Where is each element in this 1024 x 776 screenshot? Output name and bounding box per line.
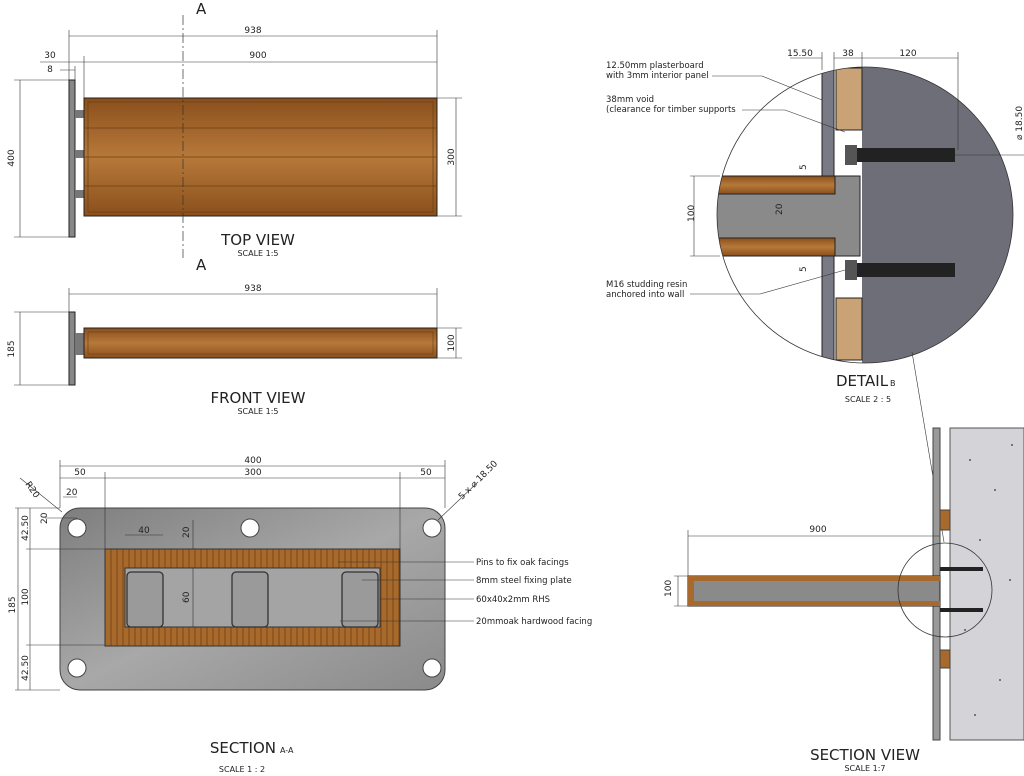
dim-gap-bottom: 5: [799, 266, 809, 272]
callout-plate: 8mm steel fixing plate: [476, 576, 572, 586]
callout-facing: 20mmoak hardwood facing: [476, 617, 592, 627]
dim-void: 38: [842, 49, 854, 59]
dim-height: 100: [687, 205, 697, 222]
bench-front: [83, 327, 438, 359]
dim-plaster: 15.50: [787, 49, 813, 59]
dim-hole-x: 20: [66, 488, 78, 498]
section-a-a: 400 50 300 50 R20 20 20 5 x ⌀ 18.50 40 2…: [8, 456, 592, 774]
callout-void: 38mm void: [606, 95, 654, 105]
dim-holes: 5 x ⌀ 18.50: [457, 459, 500, 502]
callout-studding: M16 studding resin: [606, 280, 687, 290]
view-title: SECTION: [210, 739, 276, 757]
dim-depth: 300: [447, 148, 457, 165]
dim-right: 50: [420, 468, 432, 478]
callout-plasterboard: 12.50mm plasterboard: [606, 61, 704, 71]
dim-bottom: 42.50: [21, 655, 31, 681]
dim-mid: 300: [244, 468, 261, 478]
callout-plasterboard-2: with 3mm interior panel: [606, 71, 709, 81]
callout-pins: Pins to fix oak facings: [476, 558, 569, 568]
dim-centre: 100: [21, 588, 31, 605]
callout-void-2: (clearance for timber supports: [606, 105, 736, 115]
callout-rhs: 60x40x2mm RHS: [476, 595, 550, 605]
dim-facing: 20: [182, 526, 192, 538]
dim-left: 50: [74, 468, 86, 478]
view-suffix: B: [890, 379, 896, 388]
dim-bench-height: 100: [447, 334, 457, 351]
section-marker-bottom: A: [196, 256, 207, 274]
wall-plate: [68, 79, 76, 238]
view-title: TOP VIEW: [220, 231, 295, 249]
view-title: FRONT VIEW: [210, 389, 305, 407]
top-view: A A 938 900 30 8 400 300 TOP VIEW SCALE …: [7, 0, 462, 274]
dim-hole-y: 20: [40, 512, 50, 524]
dim-bolt: ⌀ 18.50: [1015, 106, 1024, 140]
view-scale: SCALE 1 : 2: [219, 765, 265, 774]
dim-rhs-width: 40: [138, 526, 150, 536]
detail-b-marker: [897, 542, 993, 638]
callout-studding-2: anchored into wall: [606, 290, 684, 300]
section-view: 900 100 SECTION VIEW SCALE 1:7: [664, 427, 1024, 773]
dim-offset: 30: [44, 51, 56, 61]
dim-length: 900: [809, 525, 826, 535]
detail-circle: [716, 66, 1014, 364]
bolt-holes: [67, 518, 442, 678]
dim-bench: 900: [249, 51, 266, 61]
view-title: DETAIL: [836, 372, 889, 390]
dim-plate-height: 185: [7, 340, 17, 357]
dim-wall: 120: [899, 49, 916, 59]
view-scale: SCALE 1:5: [237, 407, 278, 416]
section-marker-top: A: [196, 0, 207, 18]
view-scale: SCALE 1:7: [844, 764, 885, 773]
view-scale: SCALE 2 : 5: [845, 395, 891, 404]
dim-facing: 20: [775, 203, 785, 215]
dim-plate: 8: [47, 65, 53, 75]
view-title: SECTION VIEW: [810, 746, 920, 764]
dim-overall: 938: [244, 284, 261, 294]
dim-height: 185: [8, 596, 18, 613]
dim-rhs-height: 60: [182, 591, 192, 603]
dim-radius: R20: [23, 480, 42, 500]
view-scale: SCALE 1:5: [237, 249, 278, 258]
dim-plate-height: 400: [7, 149, 17, 166]
dim-height: 100: [664, 580, 674, 597]
dim-overall: 938: [244, 26, 261, 36]
front-view: 938 185 100 FRONT VIEW SCALE 1:5: [7, 284, 462, 416]
dim-gap-top: 5: [799, 164, 809, 170]
dim-width: 400: [244, 456, 261, 466]
dim-top: 42.50: [21, 515, 31, 541]
detail-b: 15.50 38 120 ⌀ 18.50 5 5 100 20 12.50mm …: [606, 49, 1024, 404]
view-suffix: A-A: [280, 746, 294, 755]
